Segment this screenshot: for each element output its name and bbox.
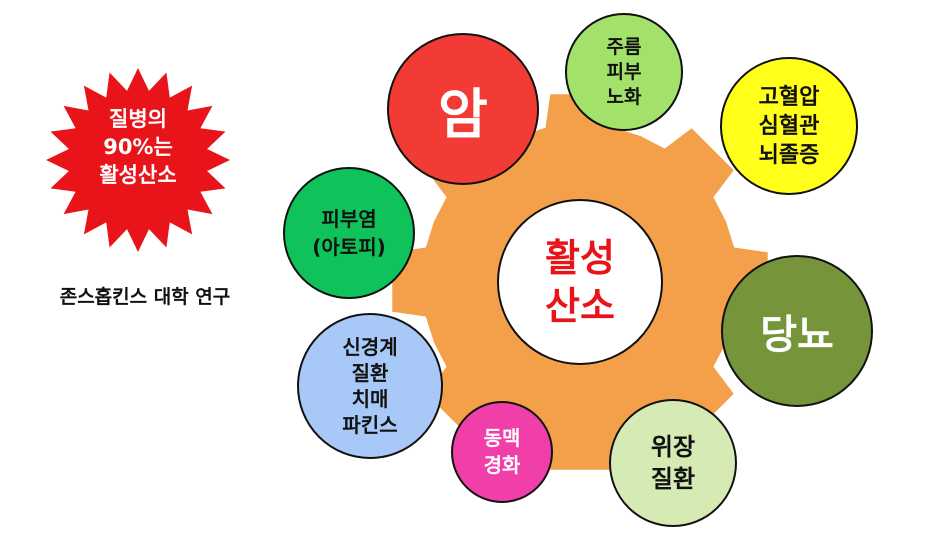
gastric-line-1: 위장 [650, 433, 696, 461]
diabetes-circle [721, 255, 873, 407]
arterio-line-1: 동맥 [483, 426, 521, 450]
gastric-circle [609, 399, 737, 527]
arterio-label: 동맥 경화 [452, 402, 552, 502]
wrinkle-line-2: 피부 [606, 60, 642, 83]
neuro-circle [297, 313, 443, 459]
burst-label: 질병의 90%는 활성산소 [68, 105, 208, 189]
hypertension-line-3: 뇌졸증 [758, 142, 820, 168]
center-label: 활성 산소 [498, 200, 662, 364]
cancer-line-1: 암 [438, 82, 488, 146]
center-circle [497, 199, 663, 365]
neuro-line-3: 치매 [351, 387, 389, 411]
research-caption: 존스홉킨스 대학 연구 [59, 286, 231, 308]
dermatitis-label: 피부염 (아토피) [284, 168, 414, 298]
neuro-line-2: 질환 [351, 361, 389, 385]
dermatitis-circle [283, 167, 415, 299]
dermatitis-line-1: 피부염 [321, 207, 377, 231]
hypertension-line-2: 심혈관 [758, 113, 820, 139]
neuro-line-4: 파킨스 [342, 413, 398, 437]
burst-line-3: 활성산소 [99, 163, 177, 187]
center-line-2: 산소 [545, 284, 615, 328]
neuro-label: 신경계 질환 치매 파킨스 [298, 314, 442, 458]
arterio-circle [451, 401, 553, 503]
dermatitis-line-2: (아토피) [312, 235, 386, 259]
wrinkle-circle [565, 13, 683, 131]
burst-line-1: 질병의 [109, 107, 167, 131]
disease-circles [283, 13, 873, 527]
burst-line-2: 90%는 [103, 135, 173, 159]
hypertension-label: 고혈압 심혈관 뇌졸증 [721, 58, 857, 194]
center-line-1: 활성 [545, 236, 615, 280]
starburst-badge [46, 68, 230, 252]
diabetes-label: 당뇨 [722, 256, 872, 406]
neuro-line-1: 신경계 [342, 335, 398, 359]
gastric-line-2: 질환 [650, 465, 696, 493]
wrinkle-line-1: 주름 [606, 35, 642, 58]
wrinkle-label: 주름 피부 노화 [566, 14, 682, 130]
hypertension-circle [720, 57, 858, 195]
arterio-line-2: 경화 [483, 453, 521, 477]
gastric-label: 위장 질환 [610, 400, 736, 526]
diabetes-line-1: 당뇨 [760, 312, 834, 358]
cancer-circle [387, 33, 539, 185]
cancer-label: 암 [388, 34, 538, 184]
hypertension-line-1: 고혈압 [758, 84, 820, 110]
wrinkle-line-3: 노화 [606, 85, 642, 108]
